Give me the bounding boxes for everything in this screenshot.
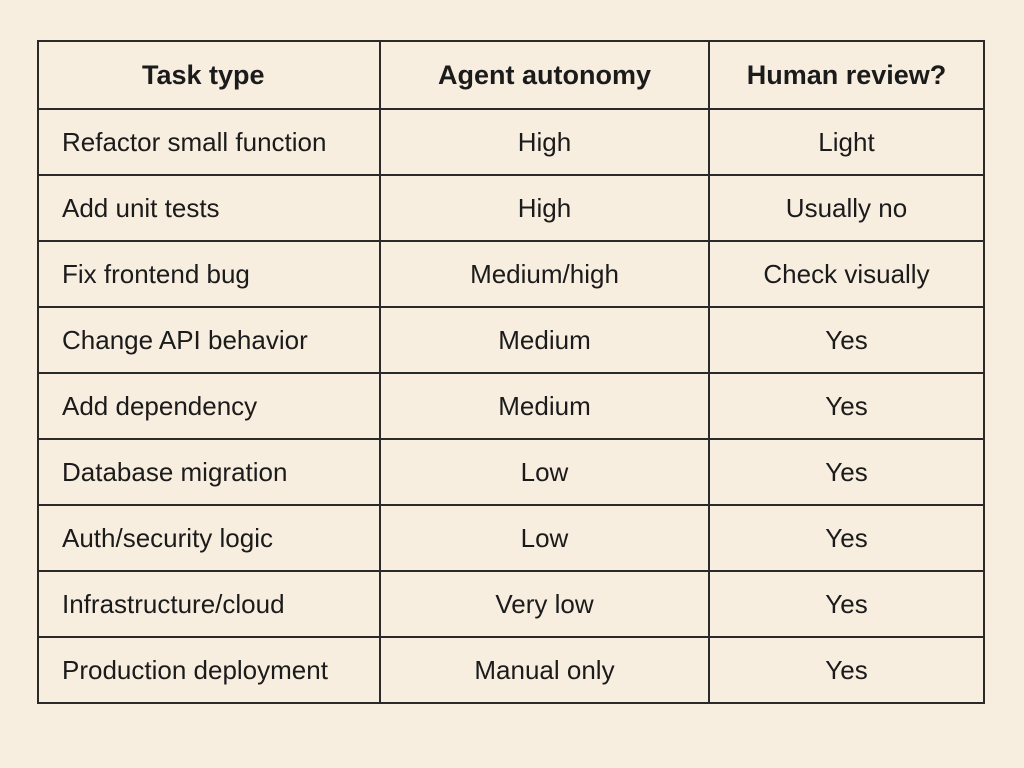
- table-row: Fix frontend bug Medium/high Check visua…: [37, 240, 985, 308]
- human-review-cell: Yes: [708, 636, 985, 704]
- human-review-cell: Check visually: [708, 240, 985, 308]
- table-row: Infrastructure/cloud Very low Yes: [37, 570, 985, 638]
- human-review-cell: Yes: [708, 504, 985, 572]
- task-autonomy-table: Task type Agent autonomy Human review? R…: [37, 40, 985, 704]
- table-row: Production deployment Manual only Yes: [37, 636, 985, 704]
- agent-autonomy-cell: Medium: [379, 372, 710, 440]
- human-review-cell: Usually no: [708, 174, 985, 242]
- human-review-cell: Yes: [708, 372, 985, 440]
- table-row: Add unit tests High Usually no: [37, 174, 985, 242]
- table-body: Refactor small function High Light Add u…: [37, 108, 985, 704]
- table-row: Add dependency Medium Yes: [37, 372, 985, 440]
- task-type-cell: Add unit tests: [37, 174, 381, 242]
- human-review-cell: Yes: [708, 306, 985, 374]
- header-row: Task type Agent autonomy Human review?: [37, 40, 985, 110]
- agent-autonomy-cell: Low: [379, 438, 710, 506]
- task-type-cell: Production deployment: [37, 636, 381, 704]
- agent-autonomy-cell: Very low: [379, 570, 710, 638]
- human-review-cell: Yes: [708, 570, 985, 638]
- task-type-cell: Database migration: [37, 438, 381, 506]
- agent-autonomy-cell: Medium/high: [379, 240, 710, 308]
- agent-autonomy-cell: High: [379, 108, 710, 176]
- header-human-review: Human review?: [708, 40, 985, 110]
- task-type-cell: Refactor small function: [37, 108, 381, 176]
- header-task-type: Task type: [37, 40, 381, 110]
- task-type-cell: Fix frontend bug: [37, 240, 381, 308]
- table-row: Refactor small function High Light: [37, 108, 985, 176]
- table-row: Change API behavior Medium Yes: [37, 306, 985, 374]
- task-autonomy-table-container: Task type Agent autonomy Human review? R…: [37, 40, 985, 704]
- task-type-cell: Infrastructure/cloud: [37, 570, 381, 638]
- agent-autonomy-cell: Medium: [379, 306, 710, 374]
- table-row: Database migration Low Yes: [37, 438, 985, 506]
- table-row: Auth/security logic Low Yes: [37, 504, 985, 572]
- agent-autonomy-cell: High: [379, 174, 710, 242]
- header-agent-autonomy: Agent autonomy: [379, 40, 710, 110]
- task-type-cell: Auth/security logic: [37, 504, 381, 572]
- task-type-cell: Add dependency: [37, 372, 381, 440]
- agent-autonomy-cell: Manual only: [379, 636, 710, 704]
- task-type-cell: Change API behavior: [37, 306, 381, 374]
- human-review-cell: Yes: [708, 438, 985, 506]
- human-review-cell: Light: [708, 108, 985, 176]
- agent-autonomy-cell: Low: [379, 504, 710, 572]
- table-header: Task type Agent autonomy Human review?: [37, 40, 985, 110]
